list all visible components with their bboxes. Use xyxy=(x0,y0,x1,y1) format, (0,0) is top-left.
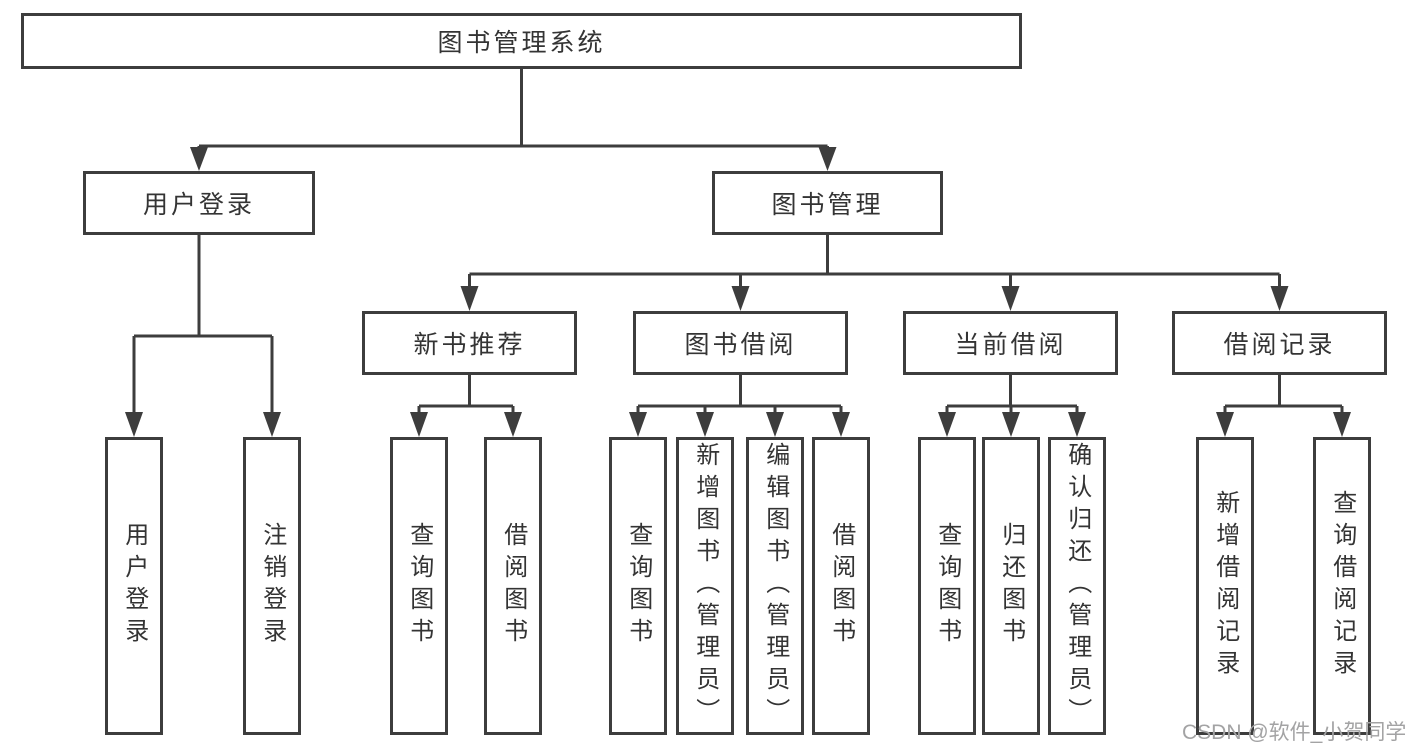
leaf-query-borrow-record: 查询借阅记录 xyxy=(1313,437,1371,735)
leaf-borrow-books-borrowing: 借阅图书 xyxy=(812,437,870,735)
csdn-watermark: CSDN @软件_小贺同学 xyxy=(1182,721,1405,744)
leaf-query-books-borrowing: 查询图书 xyxy=(609,437,667,735)
node-label: 图书管理系统 xyxy=(437,29,606,57)
leaf-label: 新增图书（管理员） xyxy=(691,442,719,730)
leaf-label: 注销登录 xyxy=(258,522,286,650)
leaf-add-borrow-record: 新增借阅记录 xyxy=(1196,437,1254,735)
leaf-add-book-admin: 新增图书（管理员） xyxy=(676,437,734,735)
node-label: 图书借阅 xyxy=(684,331,797,359)
leaf-confirm-return-admin: 确认归还（管理员） xyxy=(1048,437,1106,735)
node-library-management-system: 图书管理系统 xyxy=(21,13,1022,69)
node-label: 用户登录 xyxy=(142,191,255,219)
leaf-user-login: 用户登录 xyxy=(105,437,163,735)
leaf-label: 查询借阅记录 xyxy=(1328,490,1356,682)
edges-root-to-level2 xyxy=(190,68,837,171)
leaf-label: 新增借阅记录 xyxy=(1211,490,1239,682)
leaf-label: 用户登录 xyxy=(120,522,148,650)
leaf-label: 编辑图书（管理员） xyxy=(761,442,789,730)
node-label: 图书管理 xyxy=(771,191,884,219)
node-user-login: 用户登录 xyxy=(83,171,315,235)
edges-new-book-recommendation-to-leaves xyxy=(410,375,522,437)
leaf-edit-book-admin: 编辑图书（管理员） xyxy=(746,437,804,735)
node-current-borrowing: 当前借阅 xyxy=(903,311,1118,375)
node-label: 当前借阅 xyxy=(954,331,1067,359)
node-new-book-recommendation: 新书推荐 xyxy=(362,311,577,375)
node-book-borrowing: 图书借阅 xyxy=(633,311,848,375)
edges-borrowing-records-to-leaves xyxy=(1216,375,1351,437)
leaf-logout: 注销登录 xyxy=(243,437,301,735)
node-label: 新书推荐 xyxy=(413,331,526,359)
leaf-borrow-books-recommend: 借阅图书 xyxy=(484,437,542,735)
leaf-label: 查询图书 xyxy=(624,522,652,650)
edges-user-login-to-leaves xyxy=(125,233,281,437)
leaf-return-books: 归还图书 xyxy=(982,437,1040,735)
leaf-label: 归还图书 xyxy=(997,522,1025,650)
leaf-query-books-current: 查询图书 xyxy=(918,437,976,735)
leaf-label: 确认归还（管理员） xyxy=(1063,442,1091,730)
node-label: 借阅记录 xyxy=(1223,331,1336,359)
edges-book-management-to-level3 xyxy=(460,235,1289,311)
leaf-label: 查询图书 xyxy=(405,522,433,650)
edges-book-borrowing-to-leaves xyxy=(629,375,850,437)
leaf-label: 借阅图书 xyxy=(827,522,855,650)
leaf-label: 借阅图书 xyxy=(499,522,527,650)
node-borrowing-records: 借阅记录 xyxy=(1172,311,1387,375)
leaf-label: 查询图书 xyxy=(933,522,961,650)
leaf-query-books-recommend: 查询图书 xyxy=(390,437,448,735)
edges-current-borrowing-to-leaves xyxy=(938,375,1086,437)
node-book-management: 图书管理 xyxy=(712,171,943,235)
